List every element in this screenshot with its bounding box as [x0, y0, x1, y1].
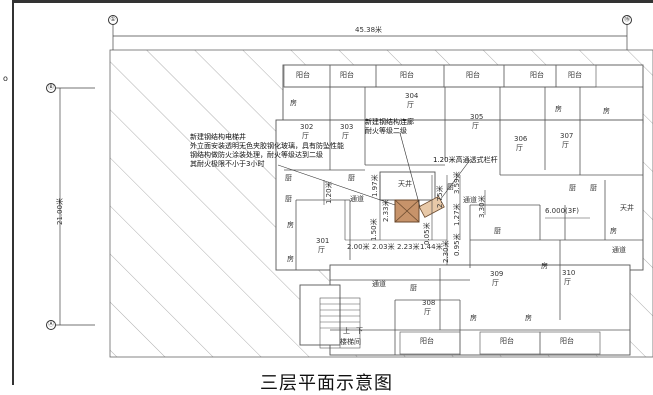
room-balcony-3: 阳台: [400, 71, 414, 79]
unit-305-hall: 厅: [472, 122, 479, 130]
unit-309: 309: [490, 270, 504, 278]
edge-mark: o: [3, 74, 8, 83]
overall-depth-label: 21.00米: [56, 197, 64, 225]
dim-0-95: 0.95米: [453, 233, 461, 256]
overall-width-label: 45.38米: [355, 26, 383, 34]
overall-depth-dimension: [55, 87, 95, 326]
dim-2-75: 2.75米: [436, 185, 444, 208]
kitchen-7: 厨: [447, 183, 454, 191]
bedroom-7: 房: [541, 262, 548, 270]
unit-305: 305: [470, 113, 484, 121]
bedroom-1: 房: [287, 221, 294, 229]
dim-1-44: 1.44米: [420, 243, 443, 251]
bedroom-9: 房: [470, 314, 477, 322]
corridor-label-4: 通道: [612, 246, 626, 254]
bedroom-4: 房: [555, 105, 562, 113]
unit-304: 304: [405, 92, 419, 100]
sheet-frame-top: [12, 0, 653, 3]
kitchen-8: 厨: [410, 284, 417, 292]
kitchen-4: 厨: [494, 227, 501, 235]
unit-303-hall: 厅: [342, 132, 349, 140]
unit-301-hall: 厅: [318, 246, 325, 254]
room-balcony-5: 阳台: [530, 71, 544, 79]
kitchen-5: 厨: [569, 184, 576, 192]
interior-walls: [284, 86, 643, 355]
unit-306: 306: [514, 135, 528, 143]
unit-310: 310: [562, 269, 576, 277]
core-dimension-lines: [323, 175, 590, 265]
dim-2-30: 2.30米: [442, 240, 450, 263]
bottom-balconies: [399, 331, 601, 355]
dim-2-33: 2.33米: [382, 199, 390, 222]
unit-306-hall: 厅: [516, 144, 523, 152]
dim-1-27: 1.27米: [453, 203, 461, 226]
bedroom-2: 房: [287, 255, 294, 263]
floor-plan-drawing: [55, 24, 653, 358]
skywell-label-right: 天井: [620, 204, 634, 212]
note-leaders: [277, 132, 471, 208]
note-elevator-line1: 新建钢结构电梯井: [190, 133, 246, 141]
stairwell-treads: [319, 297, 361, 349]
axis-bubble-right-col: ⑯: [622, 15, 632, 25]
dim-2-03: 2.03米: [372, 243, 395, 251]
dim-3-59: 3.59米: [453, 171, 461, 194]
kitchen-3: 厨: [348, 174, 355, 182]
axis-bubble-bottom-row: Ⓐ: [46, 320, 56, 330]
skywell-label: 天井: [398, 180, 412, 188]
corridor-label-1: 通道: [350, 195, 364, 203]
room-balcony-1: 阳台: [296, 71, 310, 79]
unit-304-hall: 厅: [407, 101, 414, 109]
unit-308-hall: 厅: [424, 308, 431, 316]
unit-302-hall: 厅: [302, 132, 309, 140]
overall-width-dimension: [112, 24, 628, 50]
unit-309-hall: 厅: [492, 279, 499, 287]
room-balcony-8: 阳台: [500, 337, 514, 345]
dim-6-000-3f: 6.000(3F): [545, 207, 579, 215]
dim-1-50: 1.50米: [370, 218, 378, 241]
dim-1-20: 1.20米: [325, 181, 333, 204]
note-elevator-line2: 外立面安装透明无色夹胶钢化玻璃，具有防坠性能: [190, 142, 344, 150]
stair-up-label: 上: [343, 327, 350, 335]
note-bridge-line1: 新建钢结构连廊: [365, 118, 414, 126]
bedroom-5: 房: [603, 107, 610, 115]
unit-307: 307: [560, 132, 574, 140]
dim-0-05: 0.05米: [423, 222, 431, 245]
bedroom-3: 房: [290, 99, 297, 107]
elevator-shaft: [394, 199, 420, 223]
dim-1-97: 1.97米: [371, 174, 379, 197]
note-elevator-line3: 钢结构做防火涂装处理，耐火等级达到二级: [190, 151, 323, 159]
room-balcony-4: 阳台: [466, 71, 480, 79]
note-elevator-line4: 其耐火极限不小于3小时: [190, 160, 265, 168]
dim-3-30: 3.30米: [478, 195, 486, 218]
stair-down-label: 下: [356, 327, 363, 335]
note-bridge-line2: 耐火等级二级: [365, 127, 407, 135]
stairwell-label: 楼梯间: [340, 338, 361, 346]
kitchen-6: 厨: [590, 184, 597, 192]
sheet-frame-left: [12, 0, 14, 385]
axis-bubble-top-row: Ⓑ: [46, 83, 56, 93]
unit-302: 302: [300, 123, 314, 131]
bedroom-8: 房: [525, 314, 532, 322]
dim-2-23: 2.23米: [397, 243, 420, 251]
drawing-title: 三层平面示意图: [260, 373, 393, 394]
kitchen-2: 厨: [285, 195, 292, 203]
unit-301: 301: [316, 237, 330, 245]
axis-bubble-left-col: ①: [108, 15, 118, 25]
room-balcony-2: 阳台: [340, 71, 354, 79]
unit-307-hall: 厅: [562, 141, 569, 149]
corridor-label-3: 通道: [372, 280, 386, 288]
dim-2-00: 2.00米: [347, 243, 370, 251]
unit-303: 303: [340, 123, 354, 131]
corridor-label-2: 通道: [463, 196, 477, 204]
room-balcony-6: 阳台: [568, 71, 582, 79]
room-balcony-9: 阳台: [560, 337, 574, 345]
bedroom-6: 房: [610, 227, 617, 235]
unit-310-hall: 厅: [564, 278, 571, 286]
unit-308: 308: [422, 299, 436, 307]
room-balcony-7: 阳台: [420, 337, 434, 345]
kitchen-1: 厨: [285, 174, 292, 182]
note-railing: 1.20米高通透式栏杆: [433, 156, 498, 164]
